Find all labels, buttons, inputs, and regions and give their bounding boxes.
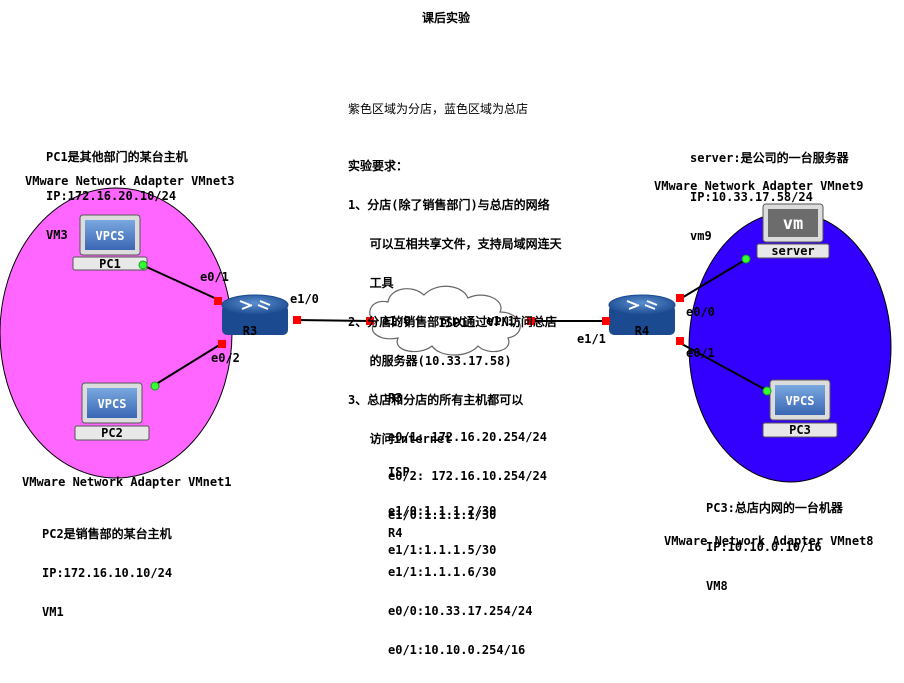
link-pc1-r3[interactable] [139, 263, 220, 301]
adapter-label-vmnet1: VMware Network Adapter VMnet1 [22, 475, 232, 489]
config-line: e1/0:1.1.1.2/30 [388, 504, 497, 518]
requirement-line: 的服务器(10.33.17.58) [348, 354, 512, 368]
config-line: R3 [388, 391, 403, 405]
port-label-r3-e0-2: e0/2 [211, 351, 240, 365]
link-pc2-r3[interactable] [152, 343, 222, 387]
pc3-node[interactable] [762, 379, 838, 438]
note-line: IP:172.16.10.10/24 [42, 566, 173, 580]
server-icon-text: vm [783, 214, 803, 234]
cloud-icon [369, 285, 521, 356]
r3-label: R3 [243, 324, 257, 338]
note-line: IP:172.16.20.10/24 [46, 189, 177, 203]
pc2-note: PC2是销售部的某台主机 IP:172.16.10.10/24 VM1 [42, 502, 172, 645]
adapter-label-vmnet8: VMware Network Adapter VMnet8 [664, 534, 874, 548]
adapter-label-vmnet3: VMware Network Adapter VMnet3 [25, 174, 235, 188]
port-marker[interactable] [527, 317, 535, 325]
isp1-cloud[interactable] [369, 285, 521, 356]
pc1-note: PC1是其他部门的某台主机 IP:172.16.20.10/24 VM3 [46, 125, 188, 268]
note-line: server:是公司的一台服务器 [690, 151, 849, 165]
config-line: e1/0:1.1.1.1/30 [388, 508, 497, 522]
r3-config: R3 e0/1: 172.16.20.254/24 e0/2: 172.16.1… [388, 366, 547, 548]
note-line: IP:10.10.0.10/16 [706, 540, 822, 554]
link-up-dot [762, 386, 772, 396]
router-r3[interactable] [221, 294, 289, 335]
pc1-icon-text: VPCS [96, 229, 125, 243]
config-line: e1/1:1.1.1.5/30 [388, 543, 497, 557]
note-line: IP:10.33.17.58/24 [690, 190, 813, 204]
port-marker[interactable] [214, 297, 222, 305]
port-marker[interactable] [676, 294, 684, 302]
link-up-dot [741, 254, 751, 264]
port-label-r3-e0-1: e0/1 [200, 270, 229, 284]
router-icon [221, 294, 289, 316]
requirement-line: 可以互相共享文件，支持局域网连天 [348, 237, 562, 251]
port-label-isp-e1-0: e1/0 [382, 314, 411, 328]
config-line: e0/1:10.10.0.254/16 [388, 643, 526, 657]
port-marker[interactable] [602, 317, 610, 325]
link-up-dot [138, 260, 148, 270]
config-line: R4 [388, 526, 403, 540]
config-line: ISP [388, 465, 410, 479]
adapter-label-vmnet9: VMware Network Adapter VMnet9 [654, 179, 864, 193]
links [139, 259, 767, 391]
port-label-r4-e0-1: e0/1 [686, 346, 715, 360]
port-marker[interactable] [366, 317, 374, 325]
note-line: PC2是销售部的某台主机 [42, 527, 172, 541]
port-label-isp-e1-1: e1/1 [486, 314, 515, 328]
link-r4-pc3[interactable] [679, 342, 767, 391]
pc2-icon-text: VPCS [98, 397, 127, 411]
port-label-r4-e0-0: e0/0 [686, 305, 715, 319]
router-r4[interactable] [608, 294, 676, 335]
server-node[interactable] [756, 203, 830, 259]
requirement-line: 工具 [348, 276, 394, 290]
note-line: PC1是其他部门的某台主机 [46, 150, 188, 164]
link-r3-isp1[interactable] [295, 319, 371, 322]
note-line: VM1 [42, 605, 64, 619]
pc1-node[interactable] [72, 214, 148, 271]
pc3-icon-text: VPCS [786, 394, 815, 408]
r4-label: R4 [635, 324, 649, 338]
requirement-line: 访问internet [348, 432, 452, 446]
note-line: VM3 [46, 228, 68, 242]
requirement-line: 3、总店和分店的所有主机都可以 [348, 393, 524, 407]
pc3-note: PC3:总店内网的一台机器 IP:10.10.0.10/16 VM8 [706, 476, 843, 619]
pc3-label: PC3 [789, 423, 811, 437]
pc2-node[interactable] [74, 382, 150, 441]
link-up-dots [138, 254, 772, 396]
isp-config: ISP e1/0:1.1.1.2/30 e1/1:1.1.1.5/30 [388, 440, 496, 583]
port-marker[interactable] [218, 340, 226, 348]
page-title: 课后实验 [422, 11, 471, 25]
router-icon [608, 294, 676, 316]
server-label: server [771, 244, 814, 258]
requirement-line: 2、分店的销售部可以通过VPN访问总店 [348, 315, 557, 329]
port-marker[interactable] [676, 337, 684, 345]
link-up-dot [150, 381, 160, 391]
requirements-list: 实验要求： 1、分店(除了销售部门)与总店的网络 可以互相共享文件，支持局域网连… [348, 134, 562, 472]
topology-diagram: VPCS VPCS VPCS vm PC1 PC2 PC3 server R3 … [0, 187, 892, 483]
config-line: e0/1: 172.16.20.254/24 [388, 430, 547, 444]
port-label-r4-e1-1: e1/1 [577, 332, 606, 346]
config-line: e0/2: 172.16.10.254/24 [388, 469, 547, 483]
port-label-r3-e1-0: e1/0 [290, 292, 319, 306]
requirement-line: 实验要求： [348, 159, 409, 173]
config-line: e0/0:10.33.17.254/24 [388, 604, 533, 618]
zone-legend: 紫色区域为分店，蓝色区域为总店 [348, 102, 529, 116]
link-r4-server[interactable] [679, 259, 746, 300]
server-note: server:是公司的一台服务器 IP:10.33.17.58/24 vm9 [690, 126, 849, 269]
isp1-label: ISP1 [439, 316, 468, 330]
note-line: PC3:总店内网的一台机器 [706, 501, 843, 515]
note-line: vm9 [690, 229, 712, 243]
r4-config: R4 e1/1:1.1.1.6/30 e0/0:10.33.17.254/24 … [388, 501, 533, 683]
requirement-line: 1、分店(除了销售部门)与总店的网络 [348, 198, 550, 212]
config-line: e1/1:1.1.1.6/30 [388, 565, 497, 579]
pc1-label: PC1 [99, 257, 121, 271]
note-line: VM8 [706, 579, 728, 593]
port-marker[interactable] [293, 316, 301, 324]
topology-canvas: VPCS VPCS VPCS vm PC1 PC2 PC3 server R3 … [0, 11, 892, 657]
pc2-label: PC2 [101, 426, 123, 440]
port-markers [214, 294, 684, 348]
